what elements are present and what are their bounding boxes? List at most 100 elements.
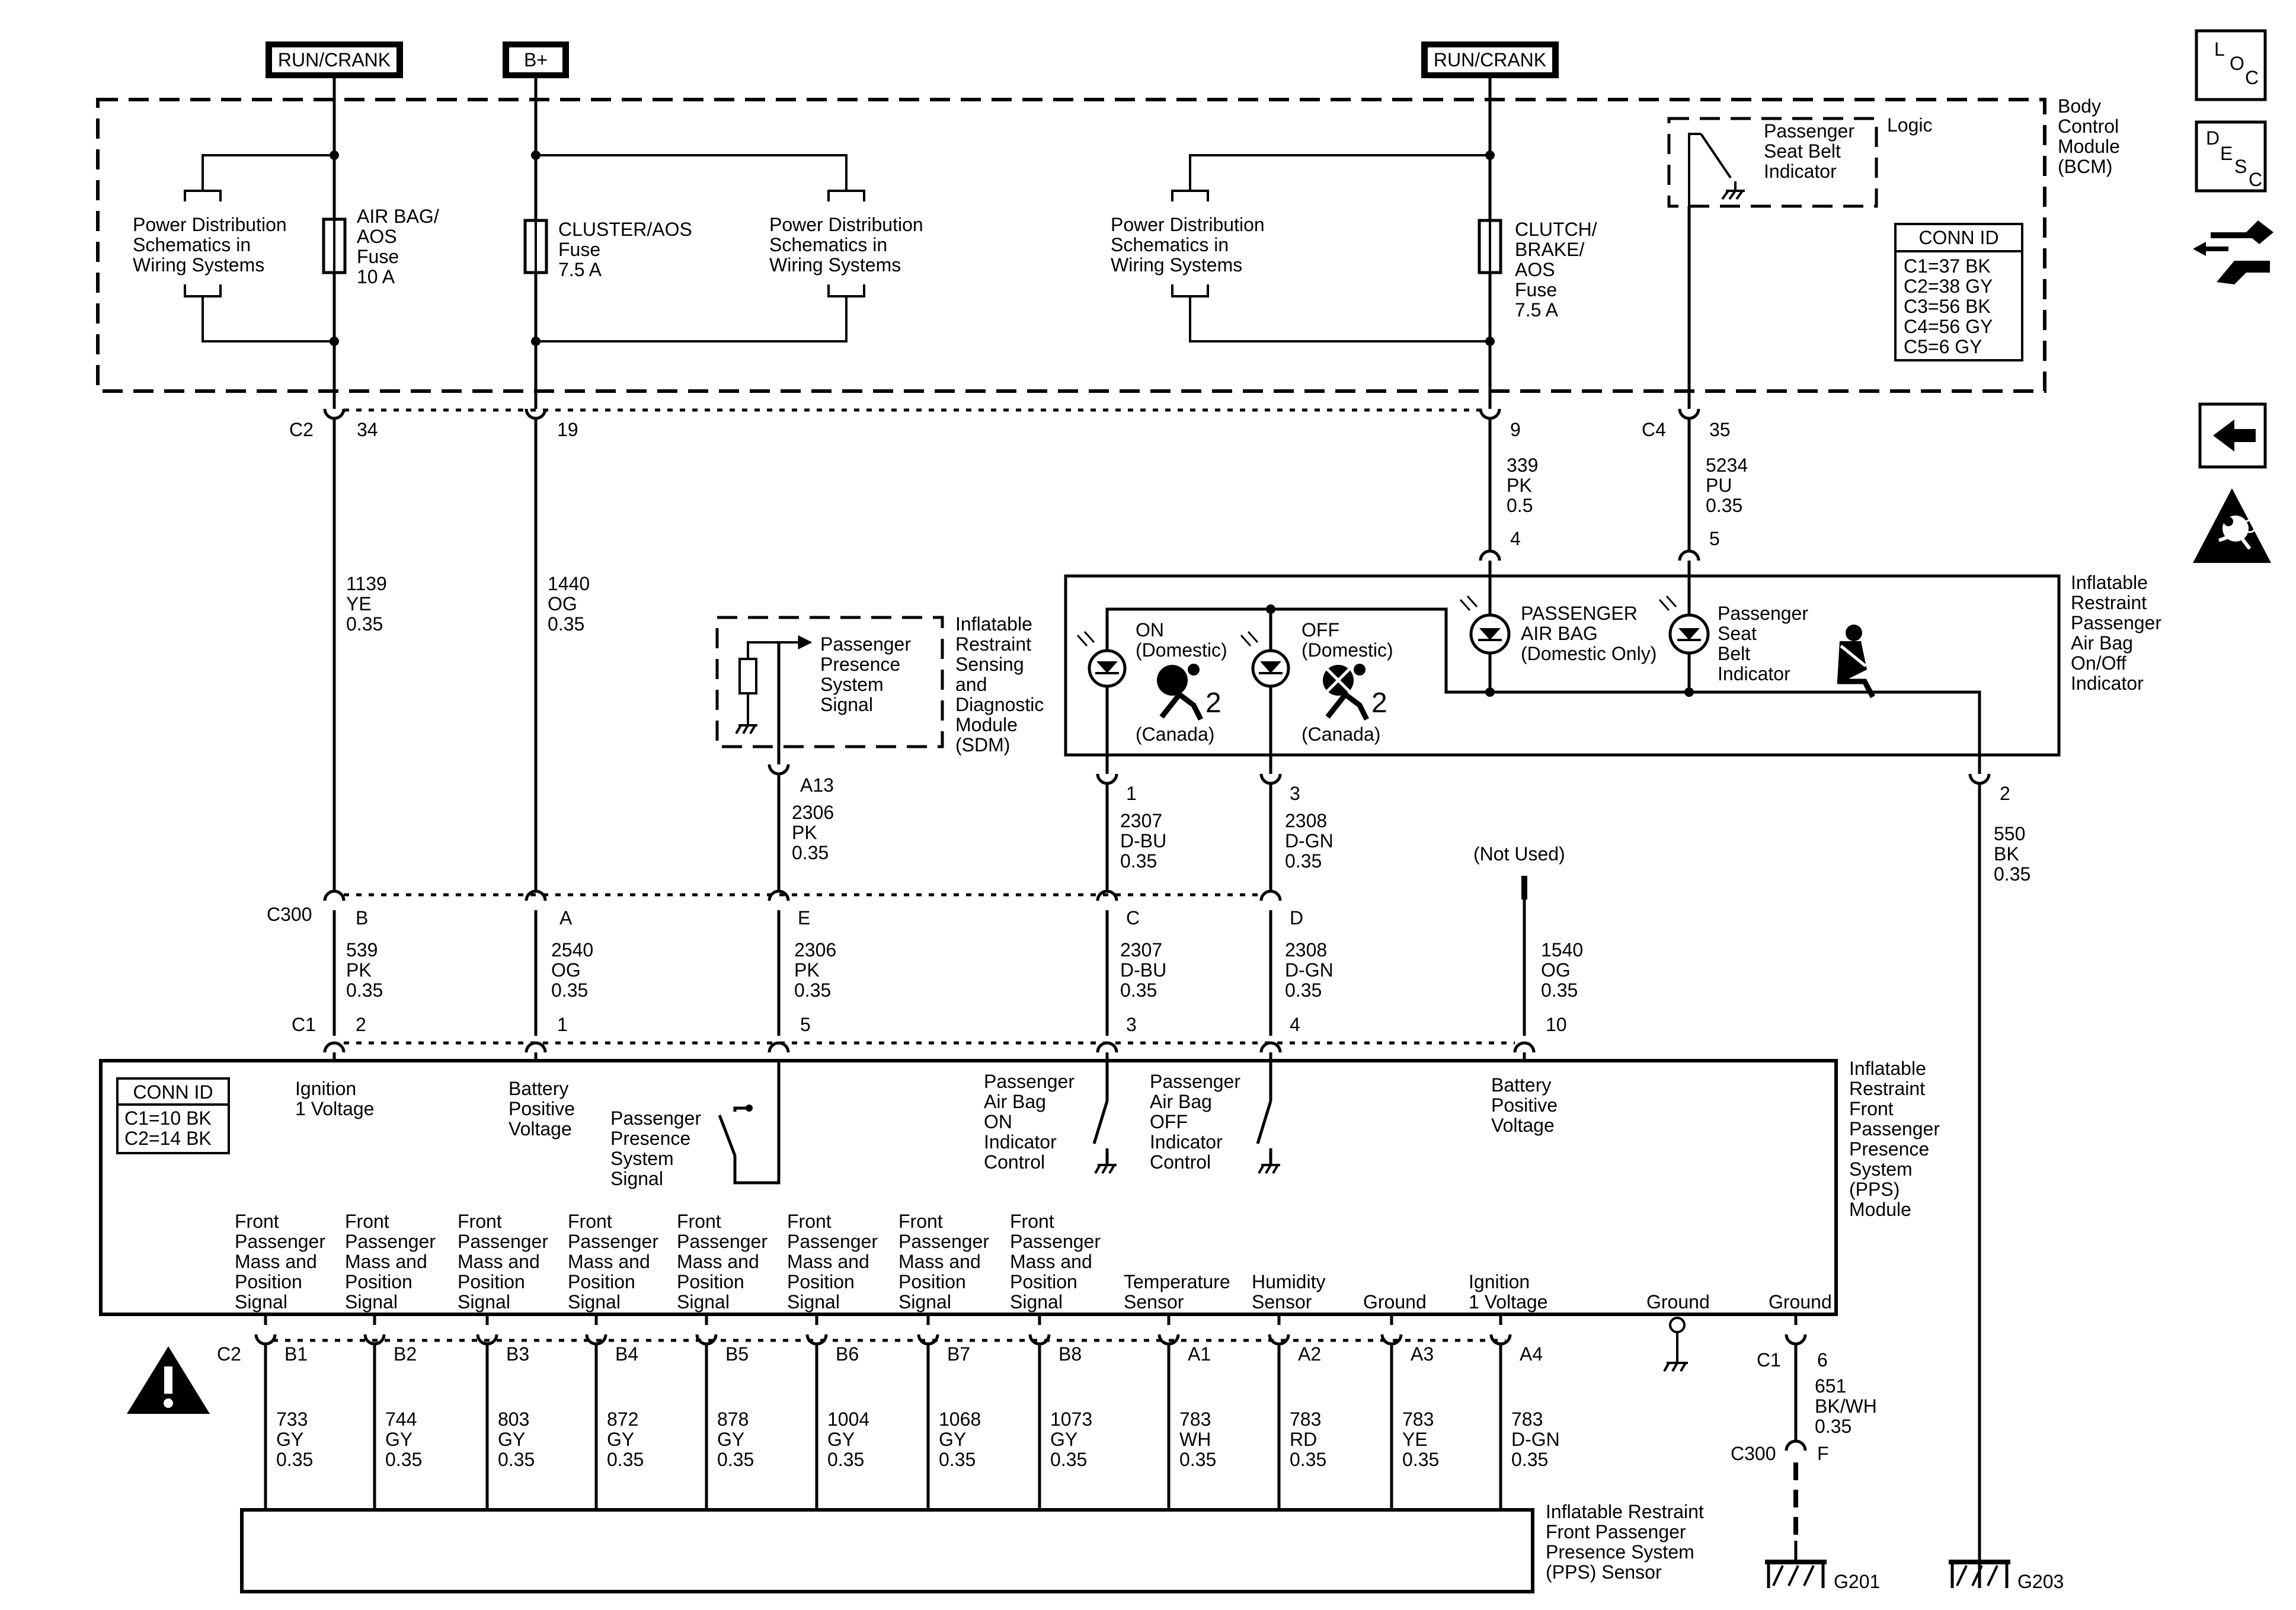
airbag-off-canada-icon: 2 [1323, 664, 1387, 721]
svg-text:B2: B2 [394, 1343, 417, 1365]
c300-wire-labels: 539 PK 0.35 2540 OG 0.35 2306 PK 0.35 23… [346, 939, 1583, 1001]
c2-label: C2 [217, 1343, 241, 1365]
sensor-labels: Temperature Sensor Humidity Sensor Groun… [1124, 1271, 1832, 1313]
c2-wire-labels: 733 GY 0.35 744 GY 0.35 803 GY 0.35 872 … [276, 1409, 1560, 1470]
svg-text:D: D [2206, 127, 2220, 149]
svg-text:Air Bag: Air Bag [984, 1091, 1046, 1112]
svg-text:Position: Position [235, 1271, 302, 1292]
svg-text:Signal: Signal [458, 1291, 510, 1313]
svg-text:Restraint: Restraint [1849, 1078, 1925, 1099]
svg-text:2306: 2306 [794, 939, 836, 961]
svg-text:5: 5 [800, 1014, 811, 1035]
svg-text:Battery: Battery [509, 1078, 568, 1099]
svg-text:Passenger: Passenger [235, 1231, 325, 1252]
svg-text:0.35: 0.35 [1541, 980, 1578, 1001]
svg-text:Signal: Signal [1010, 1291, 1063, 1313]
svg-text:GY: GY [385, 1429, 412, 1450]
seatbelt-logic-box [1667, 117, 1878, 208]
svg-text:CLUSTER/AOS: CLUSTER/AOS [558, 219, 692, 240]
svg-text:Inflatable: Inflatable [1849, 1058, 1926, 1079]
svg-text:C1: C1 [1757, 1349, 1781, 1371]
svg-text:BRAKE/: BRAKE/ [1515, 239, 1584, 260]
power-distribution-left: Power Distribution Schematics in Wiring … [133, 154, 334, 343]
svg-text:CLUTCH/: CLUTCH/ [1515, 219, 1597, 240]
svg-text:2: 2 [1371, 687, 1387, 719]
svg-text:F: F [1817, 1443, 1829, 1464]
svg-text:0.35: 0.35 [1994, 863, 2030, 885]
svg-text:Ground: Ground [1363, 1291, 1427, 1313]
ground-g203-icon: G203 [1949, 1560, 2064, 1592]
off-indicator-switch [1256, 1052, 1280, 1174]
svg-text:19: 19 [557, 419, 578, 440]
svg-text:0.35: 0.35 [1179, 1449, 1216, 1470]
svg-text:Passenger: Passenger [787, 1231, 878, 1252]
svg-text:0.35: 0.35 [1050, 1449, 1087, 1470]
svg-text:AIR BAG/: AIR BAG/ [357, 206, 439, 227]
sdm-circuit: Passenger Presence System Signal [735, 633, 911, 764]
svg-text:Ignition: Ignition [1469, 1271, 1530, 1292]
svg-text:Air Bag: Air Bag [2071, 632, 2133, 654]
svg-text:1: 1 [557, 1014, 568, 1035]
svg-text:C1=37 BK: C1=37 BK [1904, 255, 1991, 277]
svg-text:Passenger: Passenger [898, 1231, 989, 1252]
seatbelt-logic-switch: Passenger Seat Belt Indicator [1688, 120, 1854, 206]
svg-text:Positive: Positive [1491, 1094, 1558, 1116]
svg-text:PK: PK [794, 959, 820, 981]
svg-text:Power Distribution: Power Distribution [769, 214, 923, 235]
svg-text:System: System [610, 1148, 674, 1169]
sdm-wire-label: 2306 PK 0.35 [792, 802, 834, 863]
svg-text:GY: GY [1050, 1429, 1077, 1450]
svg-text:Voltage: Voltage [1491, 1115, 1555, 1136]
svg-text:PASSENGER: PASSENGER [1521, 603, 1638, 624]
svg-text:1139: 1139 [346, 573, 387, 594]
c300-label: C300 [267, 904, 312, 925]
svg-text:On/Off: On/Off [2071, 652, 2126, 674]
svg-text:B5: B5 [725, 1343, 749, 1365]
svg-text:C4=56 GY: C4=56 GY [1904, 316, 1993, 337]
svg-text:Control: Control [2058, 116, 2119, 137]
svg-text:L: L [2214, 39, 2225, 60]
svg-text:D-GN: D-GN [1511, 1429, 1560, 1450]
svg-text:Signal: Signal [235, 1291, 287, 1313]
svg-text:GY: GY [276, 1429, 303, 1450]
bcm-box [96, 98, 2046, 393]
svg-text:Presence: Presence [1849, 1138, 1929, 1160]
svg-text:3: 3 [1126, 1014, 1137, 1035]
svg-text:1 Voltage: 1 Voltage [295, 1098, 374, 1119]
fuse-airbag: AIR BAG/ AOS Fuse 10 A [322, 206, 439, 287]
svg-text:and: and [955, 674, 987, 695]
svg-text:YE: YE [1402, 1429, 1428, 1450]
svg-text:Schematics in: Schematics in [769, 234, 887, 255]
svg-text:1440: 1440 [548, 573, 590, 594]
svg-text:1004: 1004 [827, 1409, 869, 1430]
svg-text:(Domestic): (Domestic) [1136, 639, 1227, 661]
connector-hand-icon[interactable] [2193, 220, 2273, 284]
svg-text:Front: Front [568, 1211, 612, 1232]
svg-text:C4: C4 [1642, 419, 1666, 440]
desc-icon[interactable]: D E S C [2195, 120, 2267, 193]
svg-text:Signal: Signal [898, 1291, 951, 1313]
caution-triangle-icon [127, 1346, 210, 1414]
indicator-name: Inflatable Restraint Passenger Air Bag O… [2071, 572, 2161, 694]
svg-text:Air Bag: Air Bag [1150, 1091, 1212, 1112]
svg-text:OFF: OFF [1150, 1111, 1188, 1132]
svg-text:G203: G203 [2017, 1571, 2064, 1592]
seatbelt-person-icon [1837, 625, 1875, 699]
power-distribution-right: Power Distribution Schematics in Wiring … [1111, 154, 1490, 343]
svg-text:Signal: Signal [610, 1168, 663, 1189]
svg-text:Module: Module [1849, 1199, 1911, 1220]
svg-text:0.35: 0.35 [551, 980, 588, 1001]
svg-text:OG: OG [551, 959, 581, 981]
svg-text:Position: Position [568, 1271, 635, 1292]
svg-text:Mass and: Mass and [235, 1251, 317, 1272]
svg-text:Passenger: Passenger [1718, 603, 1808, 624]
svg-text:B6: B6 [836, 1343, 859, 1365]
svg-text:A2: A2 [1298, 1343, 1321, 1365]
loc-icon[interactable]: L O C [2195, 29, 2267, 101]
svg-text:System: System [1849, 1158, 1913, 1180]
bcm-name: Body Control Module (BCM) [2058, 95, 2120, 177]
back-arrow-icon[interactable] [2198, 402, 2267, 469]
pps-signal-switch [718, 1061, 781, 1185]
svg-text:Position: Position [677, 1271, 744, 1292]
